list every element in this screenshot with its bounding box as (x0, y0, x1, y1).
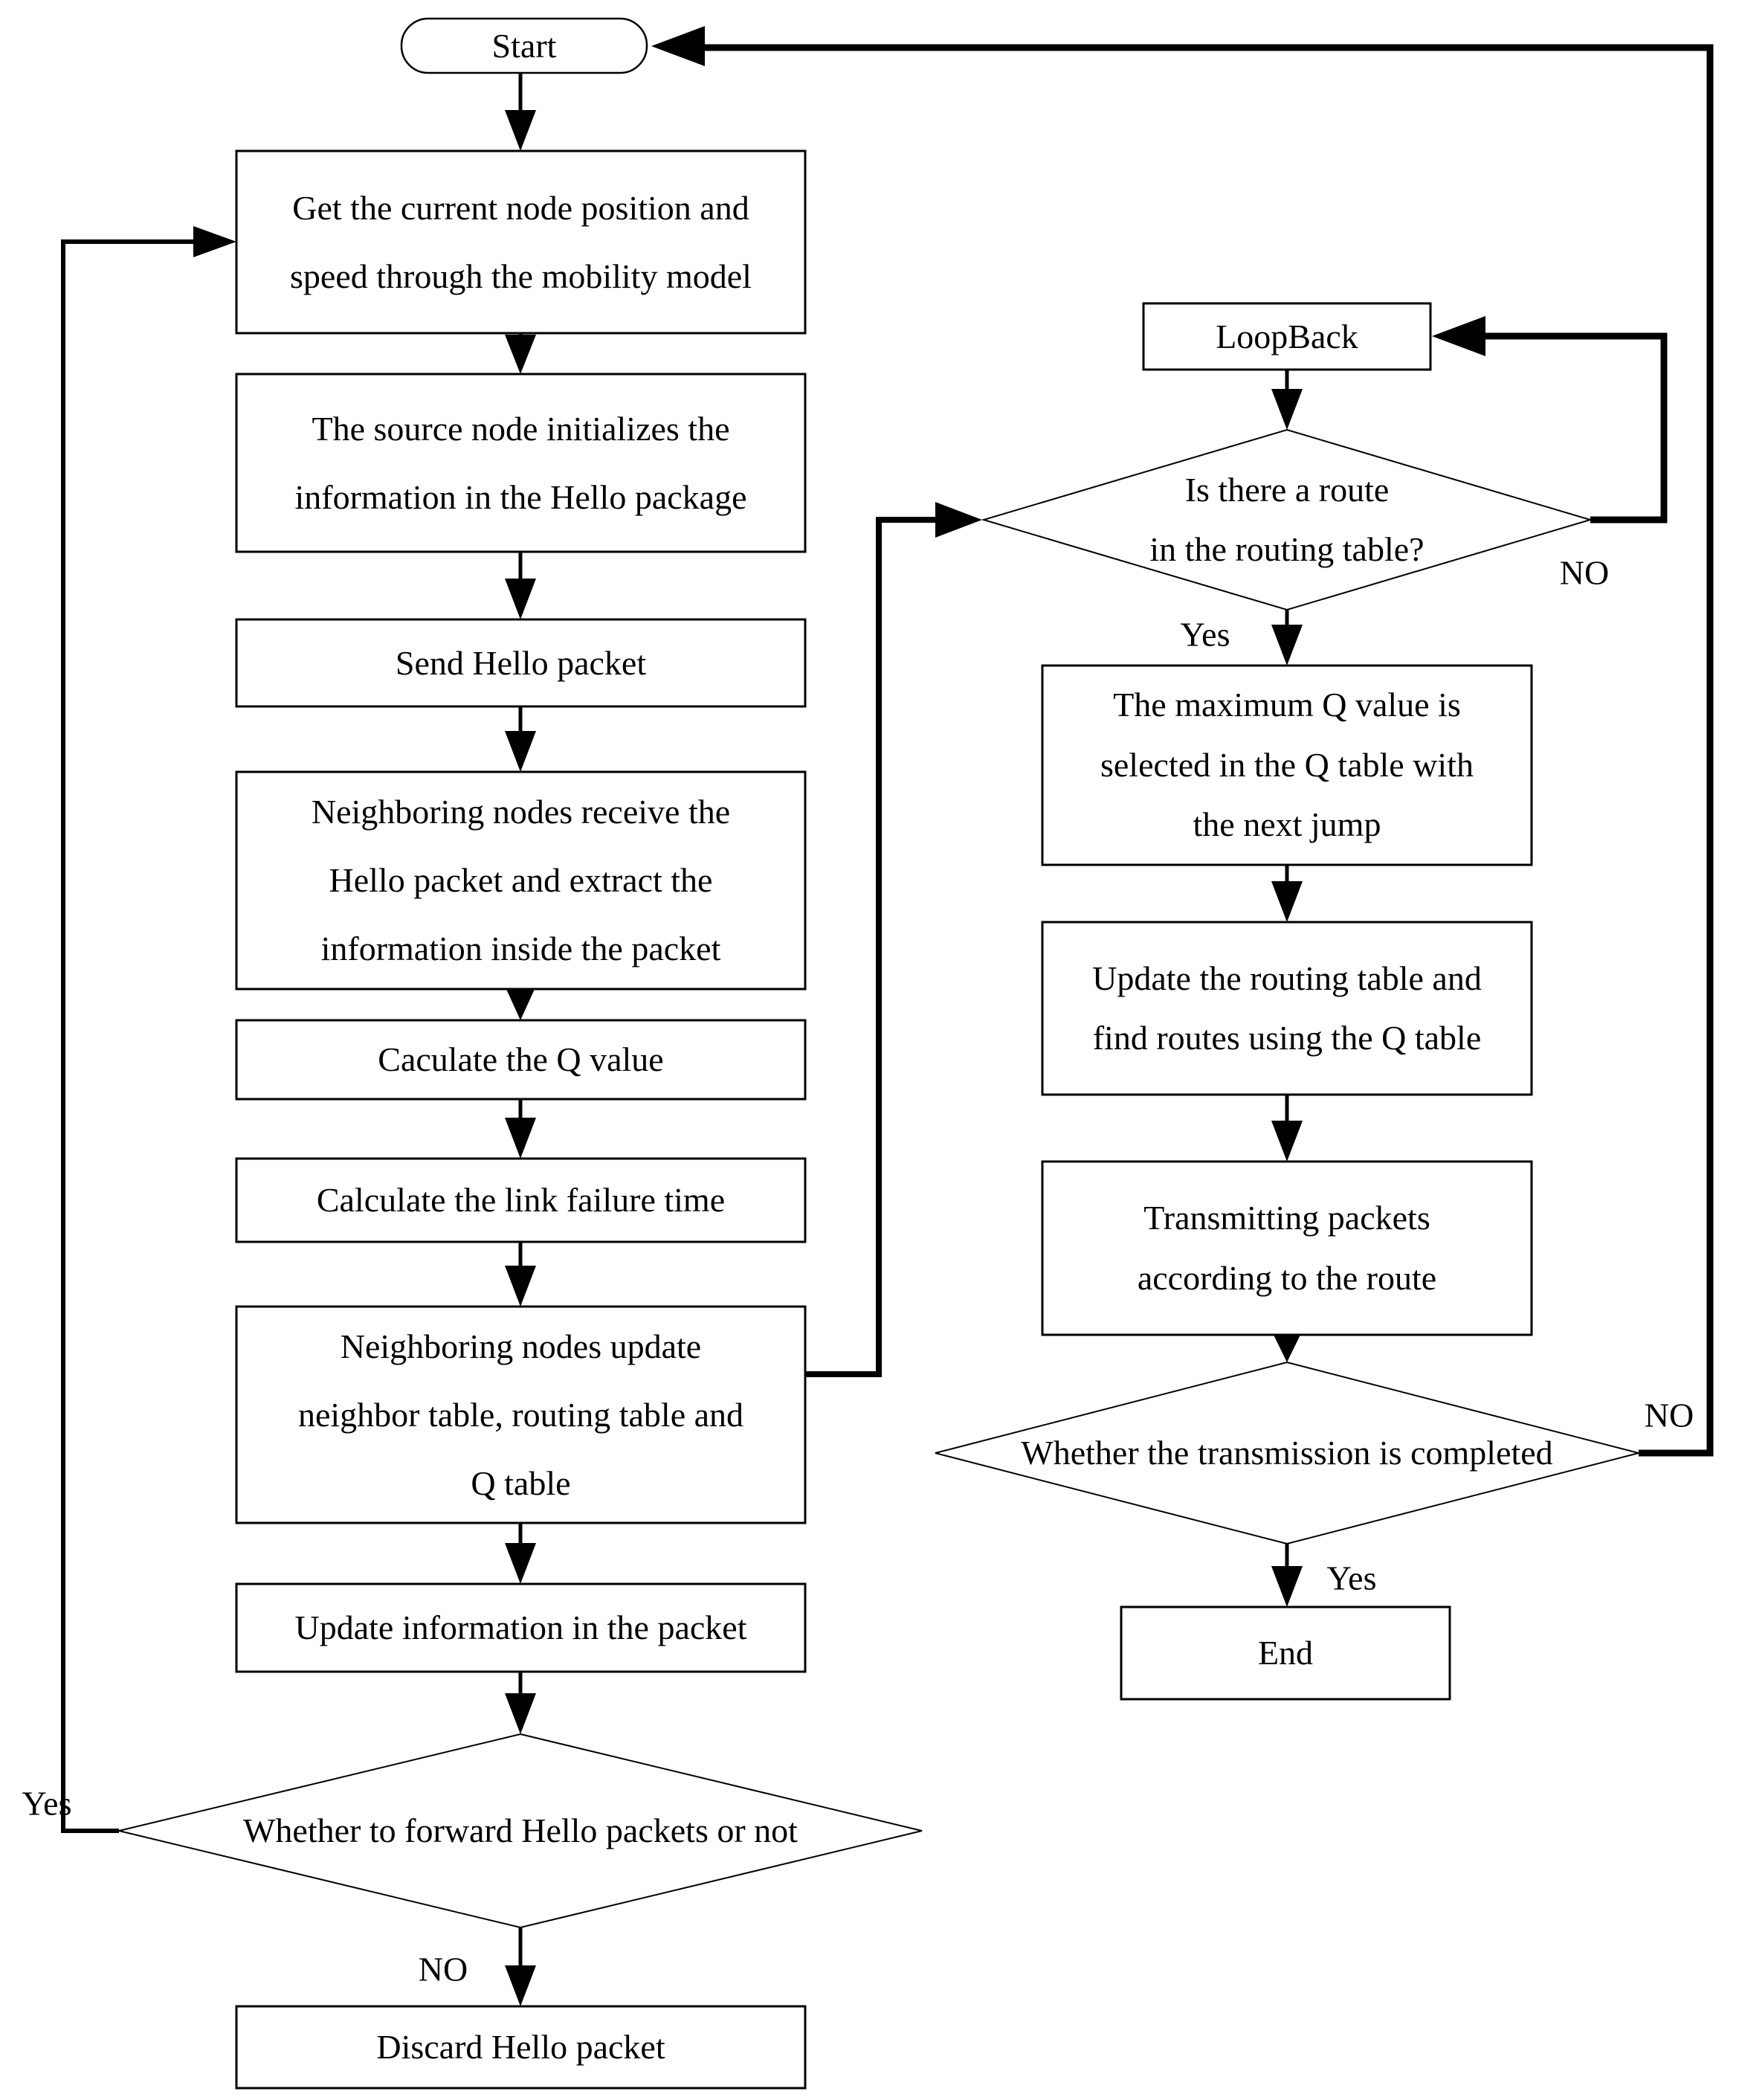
end-node-label: End (1257, 1634, 1314, 1672)
arrowhead-receivehello-calcq (506, 988, 535, 1020)
arrowhead-updatetables-updatepacket (505, 1543, 536, 1584)
forward-decision-node-label: Whether to forward Hello packets or not (243, 1811, 798, 1849)
arrowhead-getposition-inithello (505, 335, 536, 374)
forward-yes-edge-label: Yes (22, 1784, 72, 1823)
update-routing-node-label: Update the routing table and find routes… (1092, 959, 1482, 1057)
loopback-node-shape (1142, 302, 1432, 371)
start-node-label: Start (491, 26, 557, 65)
forward-decision-node-shape (118, 1733, 923, 1929)
edge-forward-yes-loop (61, 239, 193, 1833)
edge-updatetables-routedecision (805, 517, 937, 1377)
arrowhead-updatepacket-forwarddecision (505, 1693, 536, 1734)
get-position-node-shape (235, 149, 807, 335)
arrowhead-forward-yes-getposition (193, 226, 236, 257)
arrowhead-loopback-routedecision (1271, 389, 1303, 430)
transmission-yes-edge-label: Yes (1326, 1559, 1377, 1597)
link-failure-node-shape (235, 1157, 807, 1243)
transmission-decision-node-label: Whether the transmission is completed (1021, 1433, 1553, 1472)
route-no-edge-label: NO (1559, 553, 1610, 592)
arrowhead-transmission-yes-end (1271, 1566, 1303, 1607)
arrowhead-transmission-no-start (651, 26, 705, 66)
receive-hello-node-shape (235, 770, 807, 991)
link-failure-node-label: Calculate the link failure time (316, 1181, 726, 1219)
arrowhead-inithello-sendhello (505, 579, 536, 619)
arrowhead-linkfailure-updatetables (505, 1266, 536, 1307)
discard-hello-node-label: Discard Hello packet (376, 2028, 665, 2066)
max-q-node-label: The maximum Q value is selected in the Q… (1100, 686, 1474, 844)
update-packet-node-shape (235, 1582, 807, 1673)
receive-hello-node-label: Neighboring nodes receive the Hello pack… (311, 793, 731, 967)
arrowhead-sendhello-receivehello (505, 731, 536, 772)
route-decision-node-label: Is there a route in the routing table? (1149, 470, 1425, 569)
forward-no-edge-label: NO (418, 1950, 468, 1988)
calc-q-node-shape (235, 1019, 807, 1101)
arrowhead-forward-no-discard (505, 1965, 536, 2006)
arrowhead-updatetables-routedecision (935, 502, 982, 538)
edge-transmission-no-start (703, 44, 1714, 1457)
transmission-no-edge-label: NO (1644, 1396, 1694, 1434)
end-node-shape (1120, 1605, 1451, 1701)
edge-route-no-loopback (1484, 332, 1668, 524)
update-routing-node-shape (1041, 921, 1533, 1096)
calc-q-node-label: Caculate the Q value (378, 1040, 664, 1078)
arrowhead-updaterouting-transmit (1271, 1121, 1303, 1162)
route-yes-edge-label: Yes (1180, 615, 1230, 654)
arrowhead-route-yes-maxq (1271, 625, 1303, 666)
send-hello-node-label: Send Hello packet (395, 643, 647, 682)
arrowhead-route-no-loopback (1432, 316, 1485, 356)
update-packet-node-label: Update information in the packet (294, 1608, 747, 1646)
transmit-node-shape (1041, 1160, 1533, 1336)
loopback-node-label: LoopBack (1216, 317, 1358, 355)
transmit-node-label: Transmitting packets according to the ro… (1137, 1199, 1437, 1297)
send-hello-node-shape (235, 618, 807, 708)
discard-hello-node-shape (235, 2005, 807, 2090)
init-hello-node-shape (235, 373, 807, 553)
arrowhead-start-getposition (505, 110, 536, 151)
arrowhead-maxq-updaterouting (1271, 881, 1303, 922)
update-tables-node-shape (235, 1305, 807, 1524)
max-q-node-shape (1041, 664, 1533, 866)
arrowhead-calcq-linkfailure (505, 1118, 536, 1159)
get-position-node-label: Get the current node position and speed … (290, 188, 752, 295)
transmission-decision-node-shape (935, 1361, 1639, 1545)
route-decision-node-shape (981, 428, 1593, 611)
init-hello-node-label: The source node initializes the informat… (294, 409, 747, 516)
arrowhead-transmit-transmission (1273, 1333, 1301, 1362)
update-tables-node-label: Neighboring nodes update neighbor table,… (297, 1327, 744, 1502)
start-node-shape (400, 17, 648, 74)
